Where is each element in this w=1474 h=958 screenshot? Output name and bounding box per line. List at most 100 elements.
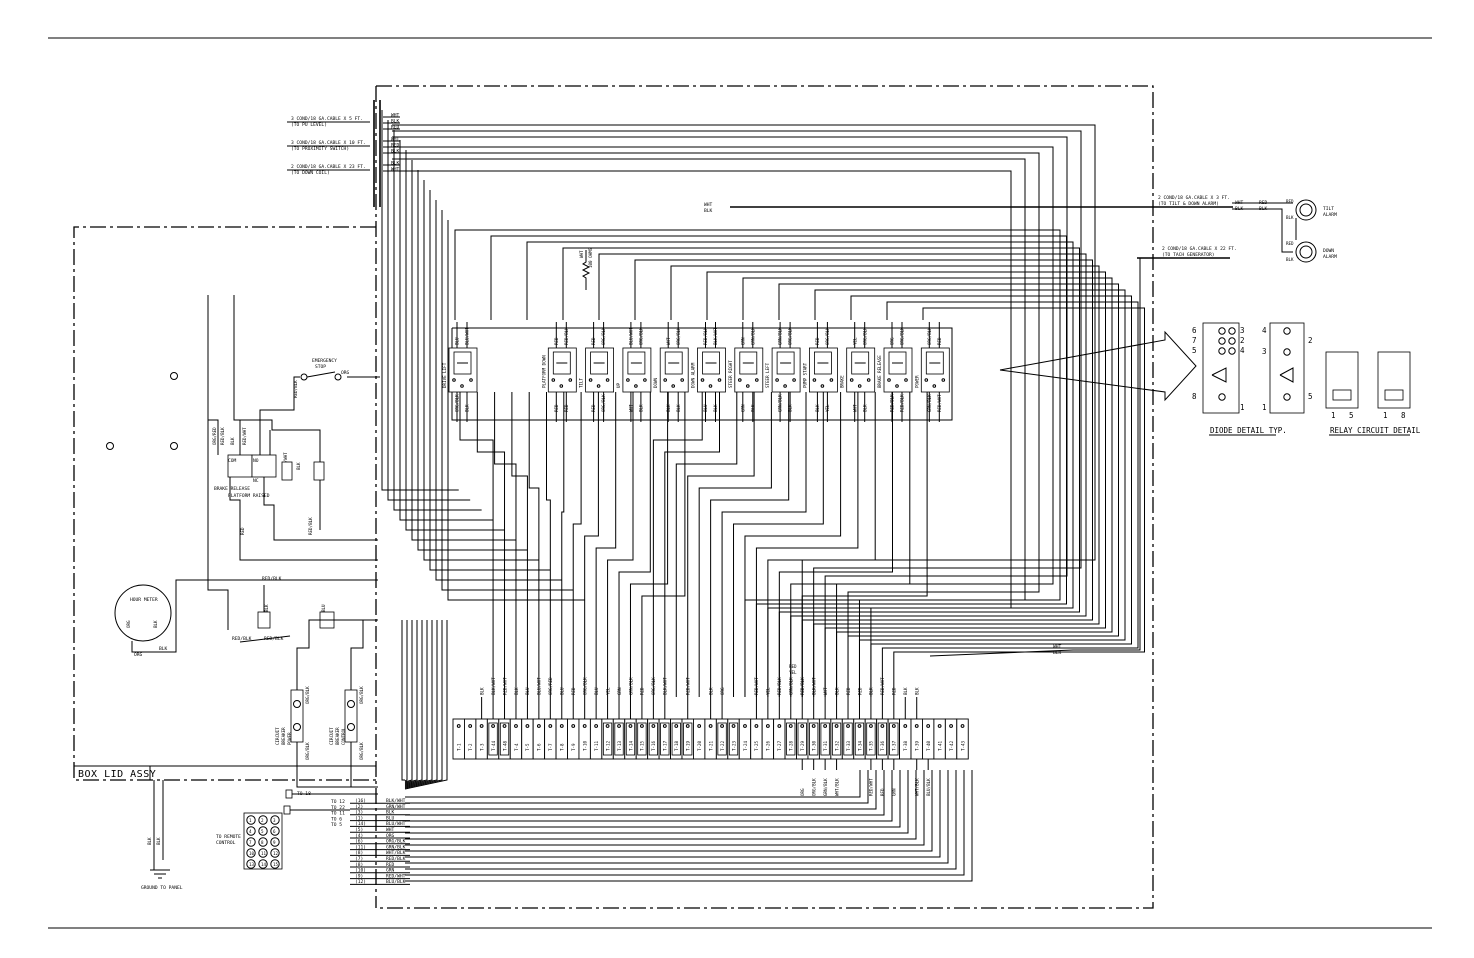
wire <box>259 376 300 460</box>
relay-top-wire-label: ORG/BLK <box>825 327 830 345</box>
harness-wire-label: RED/BLK <box>386 856 406 862</box>
alarm-terminal-label: BLK <box>1286 257 1294 262</box>
terminal-top-wire-label: RED/BLK <box>800 677 805 695</box>
terminal-top-wire-label: RED/WHT <box>754 677 759 695</box>
wire-route <box>399 140 494 521</box>
relay-terminal <box>866 378 871 382</box>
cable-spec: 2 COND/18 GA.CABLE X 23 FT. <box>291 164 366 170</box>
relay-terminal <box>680 378 685 382</box>
terminal-label: T-37 <box>892 740 897 751</box>
wire-route <box>405 770 941 858</box>
relay-top-wire-label: BLU/WHT <box>465 327 470 345</box>
emergency-stop-wire-label: ORG <box>341 370 350 376</box>
cable-conductor-label: BLK <box>391 118 400 124</box>
connector-pin <box>270 859 280 869</box>
relay-terminal <box>775 378 779 382</box>
connector-pin-number: 9 <box>273 840 276 845</box>
wire-route <box>405 770 877 810</box>
terminal-label: T-29 <box>800 740 805 751</box>
terminal-screw <box>685 724 690 728</box>
terminal-label: T-34 <box>857 740 862 751</box>
wire-route <box>405 770 885 816</box>
terminal-label: T-4 <box>514 743 519 751</box>
alarm-speaker <box>1299 245 1313 259</box>
relay-bottom-wire-label: BLK <box>465 404 470 412</box>
terminal-label: T-9 <box>571 743 576 751</box>
wire-route <box>405 770 917 840</box>
terminal-frame <box>831 722 842 756</box>
terminal-bottom-wire-label: WHT/BLK <box>834 778 839 796</box>
wire-route <box>801 392 928 697</box>
terminal-label: T-18 <box>674 740 679 751</box>
connector-pin-number: 5 <box>261 829 264 834</box>
terminal-top-wire-label: ORG/BLK <box>582 677 587 695</box>
alarm-terminal-label: RED <box>1286 241 1294 246</box>
cable-spec: 3 COND/18 GA.CABLE X 10 FT. <box>291 140 366 146</box>
wire-route <box>392 124 1096 697</box>
pin-destination-label: TO 6 <box>331 816 342 822</box>
hour-meter-label: HOUR METER <box>130 597 158 603</box>
relay-terminal <box>820 384 825 388</box>
wire-route <box>405 770 933 852</box>
harness-pin-number: (2) <box>355 804 363 810</box>
wire-route <box>405 770 925 846</box>
terminal-screw <box>479 724 484 728</box>
cable-entries: 3 COND/18 GA.CABLE X 5 FT.(TO PU LEVEL)W… <box>287 100 400 207</box>
terminal-bottom-wire-label: WHT/BLK <box>915 778 920 796</box>
relay-name: PUMP START <box>802 362 807 388</box>
terminal-label: T-35 <box>869 740 874 751</box>
terminal-frame <box>717 722 727 756</box>
wire-route <box>687 392 755 697</box>
relay-terminal <box>904 378 908 382</box>
relay-name: BRAKE <box>840 375 845 388</box>
terminal-top-wire-label: BLK <box>915 687 920 695</box>
breaker-label: CONTROL <box>341 727 346 745</box>
relay-bottom-wire-label: BLK <box>815 404 820 412</box>
connector-pin <box>246 837 256 847</box>
relay-pin-number: 8 <box>1401 411 1406 420</box>
harness-pin-number: (4) <box>355 833 363 839</box>
terminal-label: T-30 <box>811 740 816 751</box>
relay-name: DRIVE LIFT <box>442 362 447 388</box>
cable-conductor-label: BLK <box>391 160 400 166</box>
harness-wire-label: ORG/BLK <box>386 839 406 845</box>
relay-terminal <box>634 384 638 388</box>
terminal-frame <box>637 722 647 756</box>
terminal-screw <box>834 724 839 728</box>
terminal-screw <box>559 724 564 728</box>
wire-label: RED/BLK <box>264 636 284 642</box>
cable-conductor-label: RED <box>391 124 400 130</box>
harness-pin-number: (7) <box>355 856 363 862</box>
relay-terminal <box>857 384 862 388</box>
harness-pin-number: (9) <box>355 873 363 879</box>
terminal-screw <box>765 724 770 728</box>
wire-route <box>634 259 1093 697</box>
connector-pin-number: 7 <box>249 840 252 845</box>
relay-top-wire-label: BLU/WHT <box>629 327 634 345</box>
relay-terminal <box>895 384 899 388</box>
connector-pin-number: 14 <box>261 862 267 867</box>
relay-name: PLATFORM DOWN <box>541 355 546 388</box>
cable-spec: 3 COND/18 GA.CABLE X 5 FT. <box>291 116 363 122</box>
relay-top-wire-label: GRN/BLK <box>778 327 783 345</box>
connector-pin-number: 4 <box>249 829 252 834</box>
wire-route <box>893 307 1145 697</box>
terminal-label: T-23 <box>731 740 736 751</box>
brake-release-label: BRAKE RELEASE <box>214 486 250 492</box>
diode-pin-number: 3 <box>1240 326 1245 335</box>
connector-pin <box>246 815 256 825</box>
wire <box>153 780 160 871</box>
ground-wire-label: BLK <box>147 837 152 845</box>
terminal-top-wire-label: GRN <box>617 687 622 695</box>
harness-pin-number: (16) <box>355 798 366 804</box>
relay-name: DOWN <box>653 377 658 388</box>
wire-route <box>641 392 686 697</box>
wire-route <box>528 392 540 697</box>
relay-terminal <box>596 384 601 388</box>
